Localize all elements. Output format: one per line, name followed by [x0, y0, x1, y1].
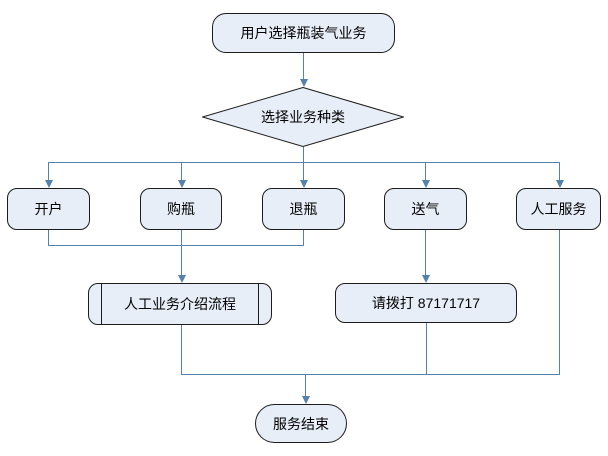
node-open-account: 开户 — [7, 188, 90, 230]
node-buy-bottle: 购瓶 — [140, 188, 222, 230]
node-call-number-label: 请拨打 87171717 — [371, 295, 481, 311]
node-return-bottle: 退瓶 — [262, 188, 345, 230]
arrowhead-down-icon — [300, 79, 308, 87]
node-buy-bottle-label: 购瓶 — [167, 201, 195, 217]
connector-line — [303, 147, 304, 163]
connector-line — [303, 53, 304, 80]
node-return-bottle-label: 退瓶 — [289, 201, 318, 217]
connector-line — [559, 230, 560, 375]
arrowhead-down-icon — [422, 275, 430, 283]
connector-line — [48, 230, 49, 246]
connector-line — [425, 162, 426, 180]
node-start: 用户选择瓶装气业务 — [212, 13, 395, 53]
arrowhead-down-icon — [302, 396, 310, 404]
connector-line — [425, 230, 426, 275]
node-intro-process-label: 人工业务介绍流程 — [124, 296, 236, 312]
node-gas-delivery-label: 送气 — [411, 201, 440, 217]
connector-line — [303, 162, 304, 180]
node-manual-service: 人工服务 — [516, 188, 601, 230]
arrowhead-down-icon — [45, 180, 53, 188]
connector-line — [559, 162, 560, 180]
node-start-label: 用户选择瓶装气业务 — [240, 25, 367, 41]
connector-line — [181, 325, 182, 375]
connector-line — [48, 162, 49, 180]
connector-line — [48, 245, 304, 246]
node-manual-service-label: 人工服务 — [530, 201, 587, 217]
node-decision: 选择业务种类 — [202, 87, 404, 147]
connector-line — [181, 162, 182, 180]
connector-line — [305, 374, 306, 396]
predefined-process-right-bar — [258, 284, 259, 324]
arrowhead-down-icon — [556, 180, 564, 188]
connector-line — [181, 230, 182, 275]
connector-line — [303, 230, 304, 246]
node-end: 服务结束 — [255, 404, 347, 443]
connector-line — [426, 323, 427, 375]
connector-line — [181, 374, 560, 375]
connector-line — [48, 162, 560, 163]
diamond-shape-icon — [202, 87, 404, 147]
arrowhead-down-icon — [178, 180, 186, 188]
node-call-number: 请拨打 87171717 — [335, 283, 517, 323]
node-open-account-label: 开户 — [34, 201, 63, 217]
node-decision-label: 选择业务种类 — [261, 109, 345, 125]
arrowhead-down-icon — [178, 275, 186, 283]
arrowhead-down-icon — [422, 180, 430, 188]
node-intro-process: 人工业务介绍流程 — [88, 283, 272, 325]
arrowhead-down-icon — [300, 180, 308, 188]
predefined-process-left-bar — [101, 284, 102, 324]
node-end-label: 服务结束 — [273, 415, 329, 432]
node-gas-delivery: 送气 — [384, 188, 467, 230]
